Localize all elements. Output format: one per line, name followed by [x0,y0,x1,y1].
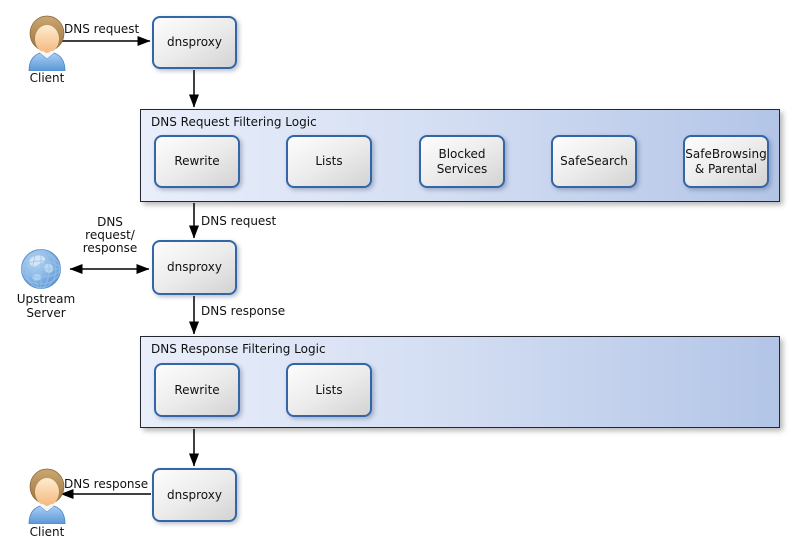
node-dnsproxy-top-label: dnsproxy [167,35,222,49]
step-lists-label: Lists [315,154,343,168]
node-dnsproxy-top: dnsproxy [152,16,237,69]
edge-label-filtered-request: DNS request [201,214,277,228]
request-filtering-container: DNS Request Filtering Logic Rewrite List… [140,109,780,202]
request-filtering-title: DNS Request Filtering Logic [151,115,317,129]
step-blocked-services: Blocked Services [419,135,505,188]
edge-label-client-response: DNS response [64,477,149,491]
person-icon [24,468,70,525]
edge-label-client-request: DNS request [64,22,140,36]
step-blocked-services-label: Blocked Services [436,146,488,176]
edge-label-upstream-exchange: DNS request/ response [76,216,144,255]
step-rewrite: Rewrite [154,135,240,188]
node-dnsproxy-mid: dnsproxy [152,240,237,295]
person-icon [24,15,70,72]
edge-label-upstream-response: DNS response [201,304,286,318]
upstream-exchange-line3: response [82,241,138,255]
step-response-rewrite: Rewrite [154,363,240,417]
client-top-label: Client [29,71,65,85]
step-response-lists-label: Lists [315,382,343,397]
step-rewrite-label: Rewrite [174,154,220,168]
step-safesearch: SafeSearch [551,135,637,188]
step-lists: Lists [286,135,372,188]
node-dnsproxy-bottom: dnsproxy [152,468,237,522]
node-dnsproxy-mid-label: dnsproxy [167,260,222,274]
step-safebrowsing-parental: SafeBrowsing & Parental [683,135,769,188]
step-response-rewrite-label: Rewrite [174,382,220,397]
upstream-exchange-line1: DNS [97,215,123,229]
step-response-lists: Lists [286,363,372,417]
globe-icon [20,248,62,290]
upstream-exchange-line2: request/ [85,228,135,242]
step-safebrowsing-parental-label: SafeBrowsing & Parental [685,146,767,176]
node-dnsproxy-bottom-label: dnsproxy [167,487,222,502]
step-safesearch-label: SafeSearch [560,154,628,168]
response-filtering-title: DNS Response Filtering Logic [151,342,326,356]
client-bottom-label: Client [29,525,65,539]
response-filtering-container: DNS Response Filtering Logic Rewrite Lis… [140,336,780,428]
upstream-server-label: Upstream Server [16,292,76,320]
